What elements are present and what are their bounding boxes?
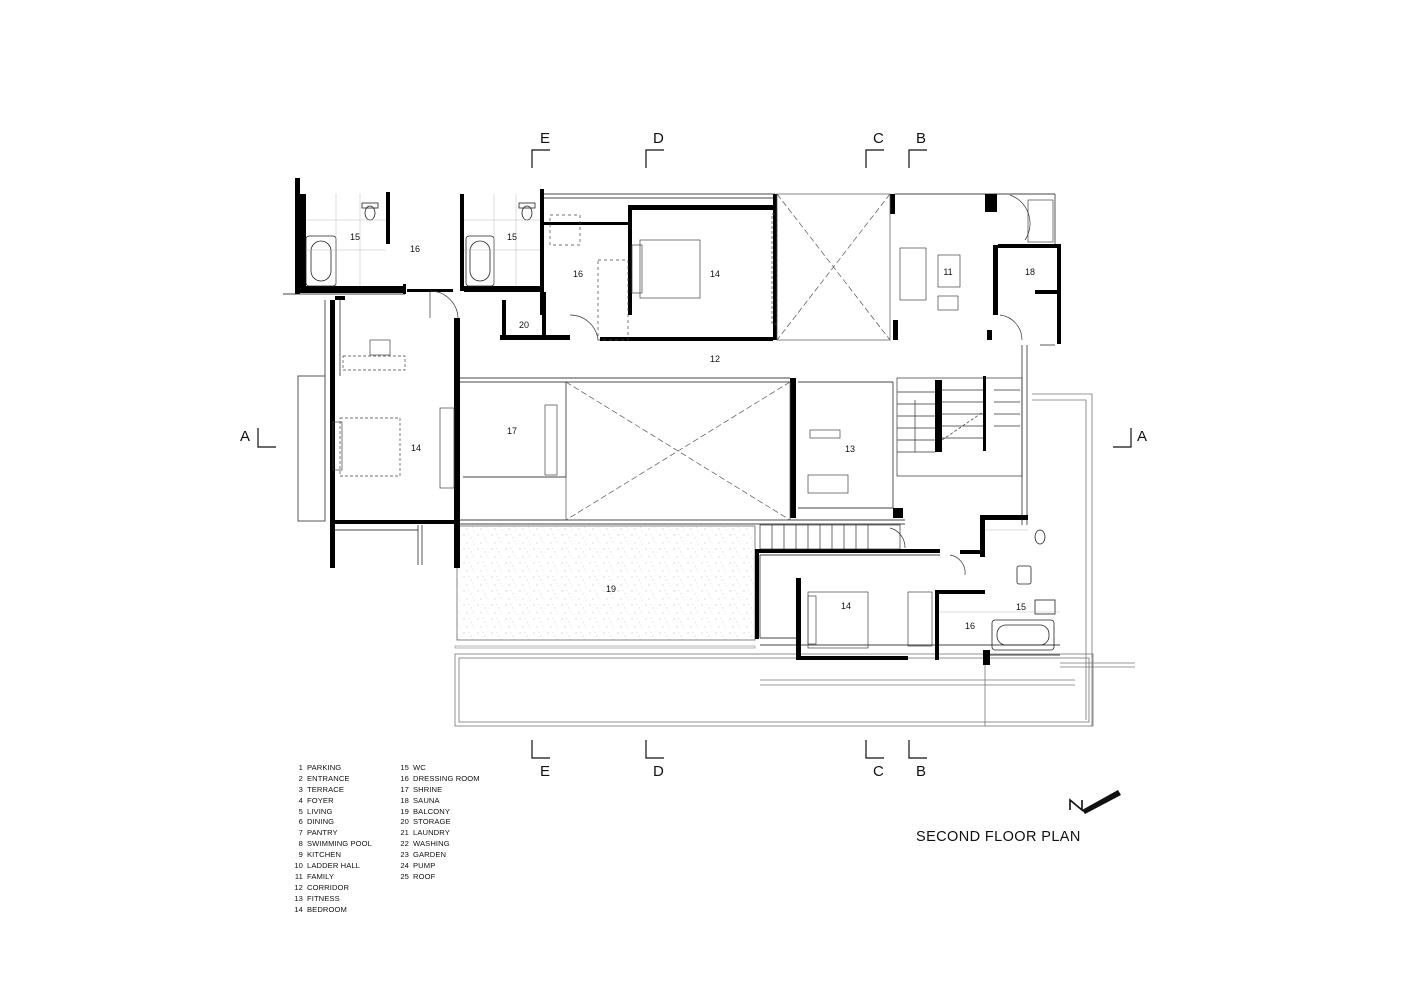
section-label-e-bottom: E [540,763,550,780]
balcony-area [454,525,756,649]
room-label-bedroom-3: 14 [841,601,851,611]
wc-tile-grid [306,194,1060,613]
room-label-sauna: 18 [1025,267,1035,277]
room-label-family: 11 [943,267,952,277]
room-labels: 15 16 15 16 14 11 18 20 12 14 17 13 19 1… [350,232,1035,631]
section-label-b-bottom: B [916,763,926,780]
room-label-corridor: 12 [710,354,720,364]
door-swings [429,194,1031,576]
room-label-shrine: 17 [507,426,517,436]
furniture [332,199,1054,649]
room-label-dressing-2: 16 [573,269,583,279]
section-label-b-top: B [916,130,926,147]
room-label-bedroom-2: 14 [411,443,421,453]
section-label-a-left: A [240,428,250,445]
roof-outline [454,393,1135,727]
room-label-balcony: 19 [606,584,616,594]
room-label-dressing-3: 16 [965,621,975,631]
section-label-c-bottom: C [873,763,884,780]
heavy-walls [295,178,1061,665]
section-labels: E D C B E D C B A A [240,130,1147,780]
section-label-e-top: E [540,130,550,147]
section-label-c-top: C [873,130,884,147]
room-label-wc-1: 15 [350,232,360,242]
room-label-wc-2: 15 [507,232,517,242]
fixtures [305,202,1056,651]
room-label-storage: 20 [519,320,529,330]
room-label-bedroom-1: 14 [710,269,720,279]
room-label-dressing-1: 16 [410,244,420,254]
staircase [759,377,1023,550]
north-arrow-icon [1069,790,1121,814]
section-markers [257,149,1132,759]
room-label-fitness: 13 [845,444,855,454]
section-label-a-right: A [1137,428,1147,445]
void-openings [565,193,891,521]
section-label-d-top: D [653,130,664,147]
room-label-wc-3: 15 [1016,602,1026,612]
section-label-d-bottom: D [653,763,664,780]
plan-title: SECOND FLOOR PLAN [916,829,1081,845]
